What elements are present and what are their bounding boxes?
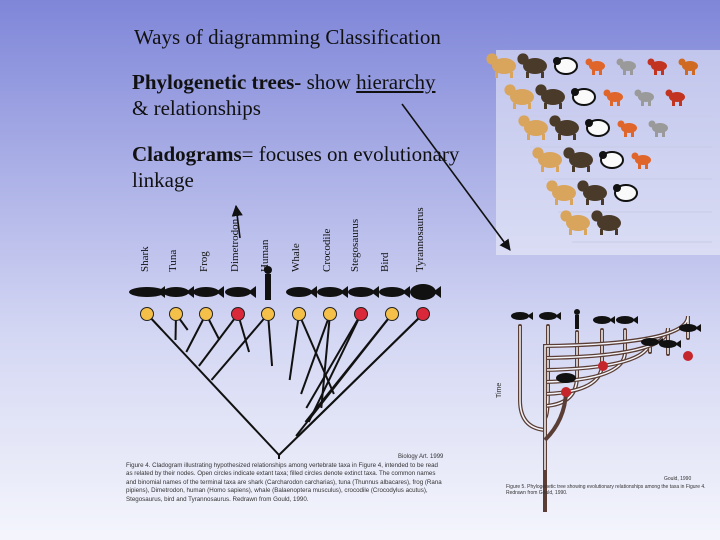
animal-5-1 [591, 210, 621, 235]
animal-1-1 [535, 84, 565, 109]
animal-3-1 [563, 147, 593, 172]
animal-2-4 [648, 120, 668, 137]
taxon-label-2: Frog [198, 251, 210, 272]
animal-3-2 [599, 151, 624, 169]
taxon-node-7 [354, 307, 368, 321]
taxon-label-9: Tyrannosaurus [414, 207, 426, 272]
cladograms-text: Cladograms= focuses on evolutionary link… [132, 142, 460, 192]
tree-branch-highlight-4 [544, 330, 626, 470]
taxon-node-8 [385, 307, 399, 321]
taxon-label-4: Human [259, 239, 271, 272]
taxon-node-5 [292, 307, 306, 321]
taxon-silhouette-4 [264, 266, 272, 300]
animal-0-1 [517, 53, 547, 78]
taxon-silhouette-0 [129, 286, 165, 298]
animal-1-4 [634, 89, 654, 106]
taxon-label-5: Whale [290, 243, 302, 272]
taxon-node-2 [199, 307, 213, 321]
animal-0-3 [585, 58, 605, 75]
cladogram-caption: Figure 4. Cladogram illustrating hypothe… [126, 462, 442, 503]
extinction-dot-0 [561, 387, 571, 397]
extinction-dot-1 [598, 361, 608, 371]
taxon-node-9 [416, 307, 430, 321]
tree-branch-highlight-3 [544, 330, 603, 470]
taxon-node-3 [231, 307, 245, 321]
tree-silhouette-1 [539, 312, 561, 320]
animal-0-0 [486, 53, 516, 78]
taxon-silhouette-7 [348, 286, 379, 298]
tree-silhouette-6 [659, 340, 681, 348]
phylogenetic-trees-text: Phylogenetic trees- show hierarchy& rela… [132, 70, 436, 120]
taxon-silhouette-2 [193, 286, 224, 298]
taxon-silhouette-9 [410, 284, 441, 300]
taxon-node-4 [261, 307, 275, 321]
arrow-to-cladogram [231, 204, 243, 239]
taxon-label-0: Shark [139, 246, 151, 272]
phylogenetic-tree-silhouettes [511, 309, 701, 383]
taxon-label-7: Stegosaurus [349, 219, 361, 272]
animal-hierarchy-panel [486, 53, 712, 243]
taxon-label-3: Dimetrodon [229, 218, 241, 272]
animal-1-3 [603, 89, 623, 106]
animal-2-3 [617, 120, 637, 137]
taxon-label-1: Tuna [167, 250, 179, 272]
phylogenetic-trees-term: Phylogenetic trees- [132, 70, 302, 94]
animal-2-1 [549, 115, 579, 140]
taxon-silhouette-8 [379, 286, 410, 298]
arrow-to-phylogenetic-tree [401, 103, 511, 251]
animal-4-2 [613, 184, 638, 202]
animal-1-5 [665, 89, 685, 106]
tree-silhouette-7 [679, 324, 701, 332]
tree-branch-highlight-7 [544, 315, 689, 470]
tree-branch-0 [518, 324, 547, 472]
tree-silhouette-4 [616, 316, 638, 324]
taxon-node-1 [169, 307, 183, 321]
tree-credit: Gould, 1990 [664, 476, 692, 482]
animal-1-0 [504, 84, 534, 109]
animal-0-6 [678, 58, 698, 75]
animal-4-1 [577, 180, 607, 205]
cladogram-nodes [140, 307, 430, 321]
cladogram-silhouettes [129, 266, 441, 300]
slide-title: Ways of diagramming Classification [134, 25, 441, 49]
tree-branch-3 [543, 328, 604, 472]
tree-branch-4 [543, 328, 627, 472]
taxon-label-8: Bird [379, 252, 391, 272]
cladograms-term: Cladograms [132, 142, 242, 166]
tree-silhouette-0 [511, 312, 533, 320]
taxon-silhouette-3 [225, 286, 256, 298]
animal-0-5 [647, 58, 667, 75]
tree-caption: Figure 5. Phylogenetic tree showing evol… [506, 484, 706, 497]
tree-silhouette-3 [593, 316, 615, 324]
hierarchy-word: hierarchy [356, 70, 436, 94]
cladogram-branches [146, 313, 424, 459]
tree-branch-highlight-6 [544, 327, 669, 470]
tree-silhouette-2 [574, 309, 580, 329]
animal-2-0 [518, 115, 548, 140]
animal-0-2 [553, 57, 578, 75]
animal-1-2 [571, 88, 596, 106]
taxon-node-0 [140, 307, 154, 321]
animal-2-2 [585, 119, 610, 137]
cladogram-credit: Biology Art. 1999 [398, 454, 444, 460]
taxon-silhouette-6 [317, 286, 348, 298]
animal-3-3 [631, 152, 651, 169]
taxon-node-6 [323, 307, 337, 321]
extinction-dot-2 [683, 351, 693, 361]
animal-5-0 [560, 210, 590, 235]
animal-4-0 [546, 180, 576, 205]
animal-3-0 [532, 147, 562, 172]
phylogenetic-tree-extinction-dots [561, 351, 693, 397]
taxon-label-6: Crocodile [321, 229, 333, 272]
tree-branch-highlight-0 [519, 326, 546, 470]
tree-time-axis-label: Time [496, 382, 503, 398]
animal-0-4 [616, 58, 636, 75]
cladogram-taxa-labels: Shark Tuna Frog Dimetrodon Human Whale Crocodi… [139, 207, 426, 272]
tree-silhouette-extinct [556, 373, 576, 383]
taxon-silhouette-5 [286, 286, 317, 298]
taxon-silhouette-1 [163, 286, 194, 298]
